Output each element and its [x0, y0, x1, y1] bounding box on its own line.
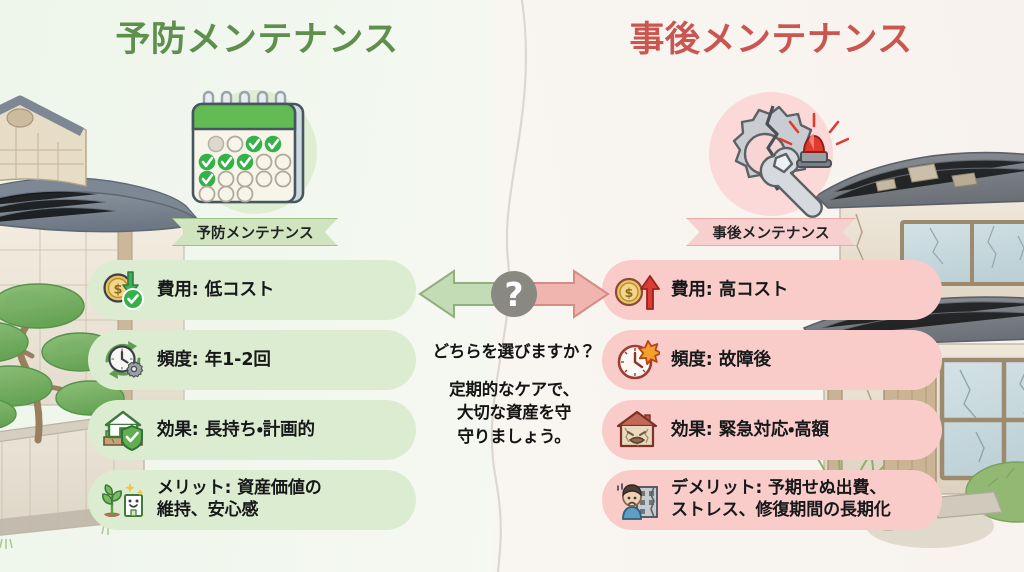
- list-item-label: 効果: 緊急対応・高額: [671, 419, 829, 440]
- center-message-text: 定期的なケアで、 大切な資産を守 守りましょう。: [418, 378, 610, 448]
- list-item: 効果: 緊急対応・高額: [602, 400, 942, 460]
- left-panel-badge: 予防メンテナンス: [172, 218, 338, 246]
- worried-person-cracked-building-icon: [614, 477, 660, 523]
- list-item-label-line: デメリット: 予期せぬ出費、: [671, 478, 887, 499]
- house-shield-icon: [100, 407, 146, 453]
- center-message-line: 定期的なケアで、: [449, 380, 579, 399]
- list-item: $ 費用: 低コスト: [88, 260, 416, 320]
- list-item: 効果: 長持ち・計画的: [88, 400, 416, 460]
- coin-up-arrow-icon: $: [614, 267, 660, 313]
- right-panel-badge: 事後メンテナンス: [686, 218, 856, 246]
- list-item: メリット: 資産価値の 維持、安心感: [88, 470, 416, 530]
- center-message-line: 守りましょう。: [457, 426, 571, 446]
- list-item-label: 効果: 長持ち・計画的: [157, 419, 315, 440]
- svg-text:$: $: [113, 283, 122, 298]
- clock-burst-icon: [614, 337, 660, 383]
- right-feature-list: $ 費用: 高コスト: [602, 260, 942, 530]
- cracked-house-face-icon: [614, 407, 660, 453]
- clock-refresh-gear-icon: [100, 337, 146, 383]
- center-comparison-block: ? どちらを選びますか？ 定期的なケアで、 大切な資産を守 守りましょう。: [418, 262, 610, 448]
- list-item-label: デメリット: 予期せぬ出費、 ストレス、修復期間の長期化: [671, 478, 891, 522]
- list-item-label-line: ストレス、修復期間の長期化: [671, 500, 891, 520]
- list-item: 頻度: 年1-2回: [88, 330, 416, 390]
- list-item-label: 頻度: 故障後: [671, 349, 771, 370]
- double-arrow-question-icon: ?: [418, 269, 610, 319]
- left-panel-title: 予防メンテナンス: [115, 20, 399, 60]
- list-item-label: メリット: 資産価値の 維持、安心感: [157, 478, 322, 522]
- svg-text:?: ?: [504, 275, 523, 314]
- svg-text:$: $: [625, 285, 634, 300]
- center-message-line: 大切な資産を守: [456, 403, 572, 423]
- list-item: $ 費用: 高コスト: [602, 260, 942, 320]
- sprout-smiling-building-icon: [100, 477, 146, 523]
- list-item-label: 費用: 高コスト: [671, 279, 789, 300]
- list-item-label: 費用: 低コスト: [157, 279, 275, 300]
- list-item: デメリット: 予期せぬ出費、 ストレス、修復期間の長期化: [602, 470, 942, 530]
- calendar-check-icon: [191, 90, 317, 214]
- center-question-text: どちらを選びますか？: [432, 342, 596, 361]
- left-feature-list: $ 費用: 低コスト: [88, 260, 416, 530]
- right-panel-title: 事後メンテナンス: [629, 20, 913, 60]
- broken-gear-wrench-siren-icon: [709, 92, 849, 218]
- coin-down-arrow-check-icon: $: [100, 267, 146, 313]
- list-item-label-line: 維持、安心感: [157, 500, 259, 520]
- list-item: 頻度: 故障後: [602, 330, 942, 390]
- list-item-label-line: メリット: 資産価値の: [157, 478, 322, 499]
- list-item-label: 頻度: 年1-2回: [157, 349, 271, 370]
